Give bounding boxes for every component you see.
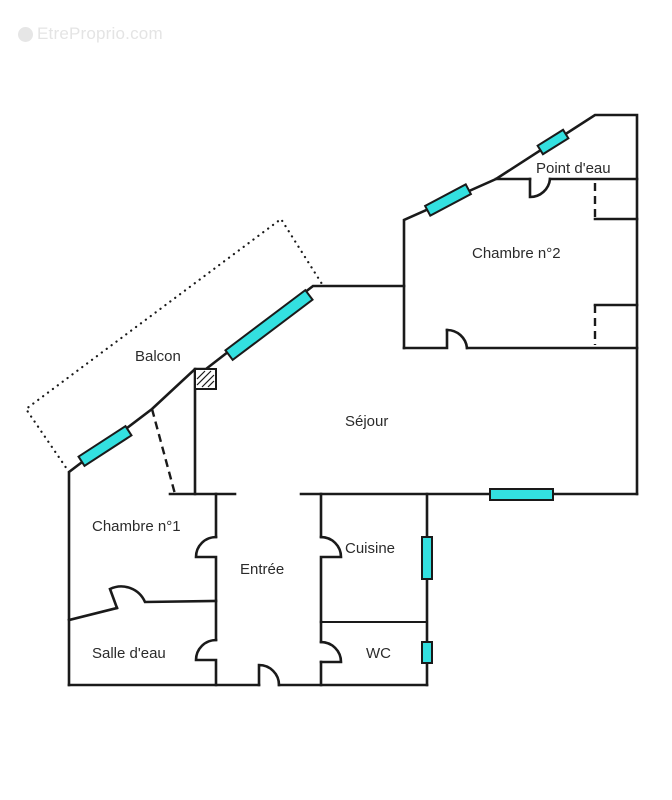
balcony-outline (24, 217, 324, 474)
windows (77, 128, 570, 664)
watermark: EtreProprio.com (18, 24, 163, 44)
window (224, 288, 314, 362)
sejour-walls (150, 367, 639, 496)
watermark-text: EtreProprio.com (37, 24, 163, 43)
room-label-sejour: Séjour (345, 413, 388, 430)
room-label-chambre-2: Chambre n°2 (472, 245, 561, 262)
window (536, 128, 570, 156)
room-label-cuisine: Cuisine (345, 540, 395, 557)
facade-walls (67, 113, 639, 687)
chambre-2-walls (402, 177, 639, 350)
logo-circle-icon (18, 26, 33, 42)
window (489, 488, 554, 501)
room-label-chambre-1: Chambre n°1 (92, 518, 181, 535)
window (423, 182, 473, 218)
window (421, 536, 433, 580)
room-label-point-deau: Point d'eau (536, 160, 611, 177)
room-label-salle-deau: Salle d'eau (92, 645, 166, 662)
room-label-wc: WC (366, 645, 391, 662)
room-label-entree: Entrée (240, 561, 284, 578)
window (77, 424, 133, 468)
room-label-balcon: Balcon (135, 348, 181, 365)
chimney-duct (194, 368, 217, 390)
window (421, 641, 433, 664)
